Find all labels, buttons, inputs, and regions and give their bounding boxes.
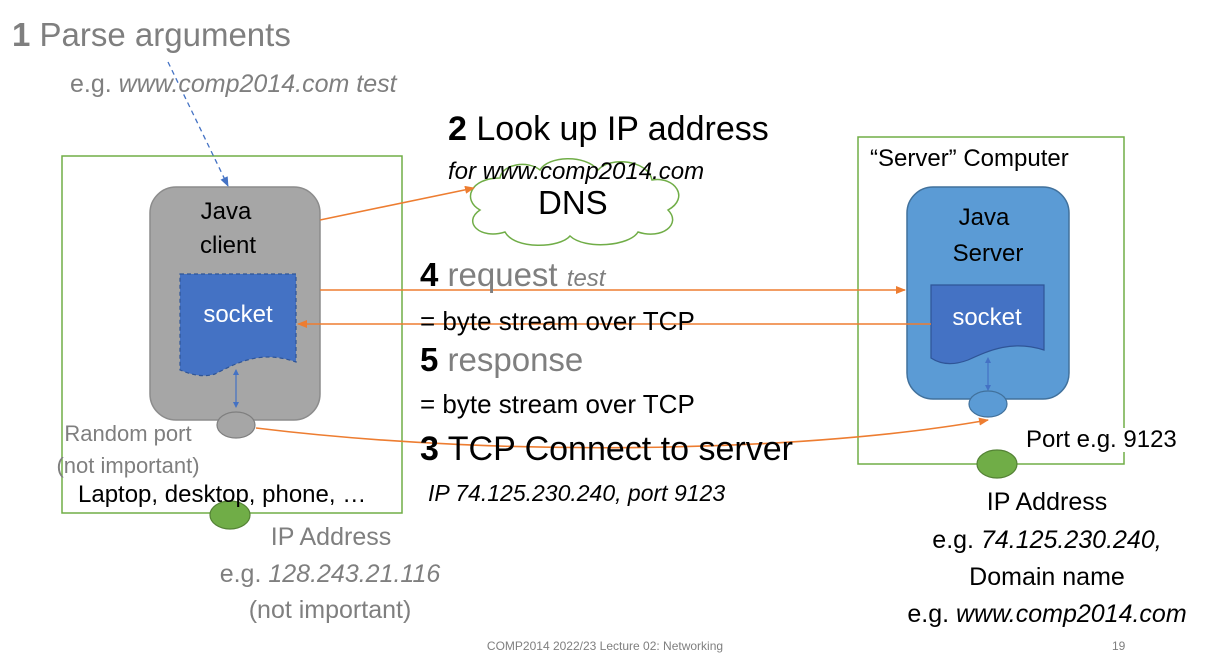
step2-title: Look up IP address [476, 110, 769, 148]
client-app-line2: client [199, 232, 257, 259]
step5-desc: = byte stream over TCP [420, 389, 695, 419]
server-ip-address-dot [976, 449, 1018, 479]
step3-sub: IP 74.125.230.240, port 9123 [428, 480, 726, 506]
client-socket-label: socket [203, 301, 273, 328]
args-to-client-arrow [167, 61, 229, 187]
server-socket-shape [930, 284, 1045, 365]
step1-example-value: www.comp2014.com test [118, 70, 397, 98]
step5-title: response [447, 341, 584, 378]
tcp-connect-arrow [255, 417, 989, 449]
server-domain-value: www.comp2014.com [956, 600, 1187, 628]
step5-heading: 5 response [420, 343, 583, 376]
server-port-label: Port e.g. 9123 [1024, 426, 1179, 453]
server-port [968, 390, 1008, 418]
step3-title: TCP Connect to server [447, 430, 793, 468]
step1-heading: 1 Parse arguments [12, 18, 291, 51]
client-device-caption: Laptop, desktop, phone, … [78, 481, 367, 508]
client-ip-note: (not important) [248, 596, 412, 624]
server-socket-label: socket [952, 304, 1022, 331]
server-domain-prefix: e.g. [907, 600, 956, 628]
client-socket-shape [179, 273, 297, 377]
server-domain-line: e.g. www.comp2014.com [907, 602, 1186, 627]
page-number: 19 [1112, 639, 1126, 653]
step1-example-prefix: e.g. [70, 70, 119, 98]
step2-number: 2 [448, 110, 467, 148]
server-domain-title: Domain name [969, 563, 1125, 591]
client-ip-value: 128.243.21.116 [268, 560, 441, 588]
server-box-title: “Server” Computer [870, 145, 1069, 172]
client-port-label-1: Random port [64, 421, 192, 446]
step3-heading: 3 TCP Connect to server [420, 432, 793, 466]
step2-heading: 2 Look up IP address [448, 112, 769, 146]
server-ip-prefix: e.g. [932, 526, 981, 554]
step4-heading: 4 request test [420, 258, 605, 291]
client-random-port [216, 411, 256, 439]
client-port-label-2: (not important) [56, 453, 200, 478]
client-ip-prefix: e.g. [219, 560, 269, 588]
server-app-line1: Java [958, 204, 1010, 231]
server-ip-title: IP Address [986, 488, 1108, 516]
server-ip-line: e.g. 74.125.230.240, [932, 528, 1161, 553]
footer-text: COMP2014 2022/23 Lecture 02: Networking [486, 639, 724, 653]
step4-arg: test [566, 265, 606, 292]
dns-lookup-arrow [319, 185, 475, 221]
dns-cloud-icon [469, 158, 680, 246]
step4-title: request [447, 256, 558, 293]
client-ip-address-dot [209, 500, 251, 530]
step2-sub: for www.comp2014.com [448, 158, 705, 185]
step3-number: 3 [420, 430, 439, 468]
dns-label: DNS [538, 184, 608, 221]
server-ip-value: 74.125.230.240, [980, 526, 1162, 554]
step4-desc: = byte stream over TCP [420, 306, 695, 336]
step1-example: e.g. www.comp2014.com test [70, 72, 397, 97]
step1-title: Parse arguments [39, 16, 291, 53]
client-ip-line: e.g. 128.243.21.116 [220, 562, 441, 587]
client-ip-title: IP Address [270, 523, 392, 551]
step4-number: 4 [420, 256, 439, 293]
client-app-line1: Java [200, 198, 252, 225]
server-app-line2: Server [952, 240, 1024, 267]
step5-number: 5 [420, 341, 439, 378]
step1-number: 1 [12, 16, 31, 53]
